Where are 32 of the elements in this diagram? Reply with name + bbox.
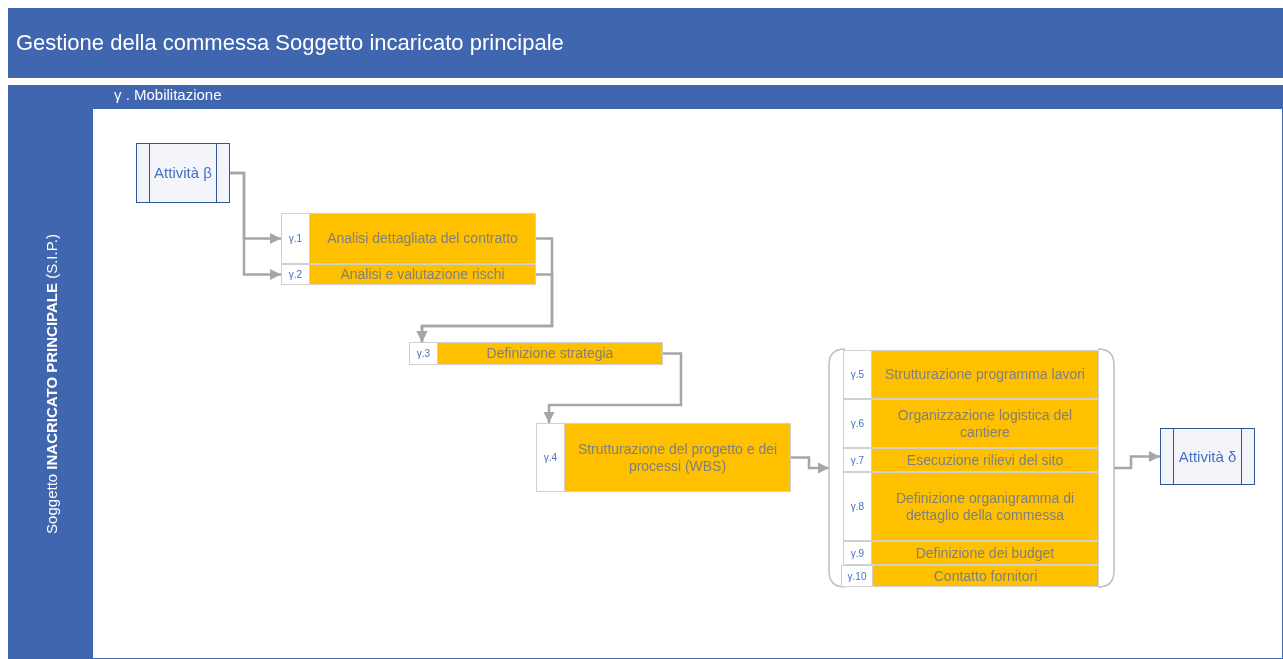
arrow — [416, 273, 554, 342]
task-box — [841, 565, 1099, 587]
lane-title: Soggetto INACRICATO PRINCIPALE (S.I.P.) — [42, 233, 60, 534]
bracket-frame — [829, 349, 1114, 587]
task-label: Strutturazione programma lavori — [872, 351, 1098, 398]
task-box — [843, 541, 1099, 565]
task-box — [843, 399, 1099, 448]
task-label: Definizione organigramma di dettaglio della commessa — [872, 473, 1098, 540]
task-label: Definizione dei budget — [872, 542, 1098, 564]
task-box — [281, 213, 536, 264]
arrow — [1114, 450, 1160, 470]
activity-label: Attività β — [153, 163, 213, 183]
task-label: Definizione strategia — [438, 343, 662, 364]
arrow — [543, 352, 683, 423]
arrow — [230, 171, 281, 281]
activity-box — [1160, 428, 1255, 485]
task-label: Analisi e valutazione rischi — [310, 265, 535, 284]
task-label: Contatto fornitori — [873, 566, 1098, 586]
task-box — [843, 350, 1099, 399]
activity-box — [136, 143, 230, 203]
task-label: Esecuzione rilievi del sito — [872, 449, 1098, 471]
task-box — [843, 448, 1099, 472]
task-label: Organizzazione logistica del cantiere — [872, 400, 1098, 447]
task-box — [409, 342, 663, 365]
task-box — [281, 264, 536, 285]
phase-label: γ . Mobilitazione — [114, 86, 222, 103]
task-label: Strutturazione del progetto e dei processi (WBS) — [565, 424, 790, 491]
activity-label: Attività δ — [1177, 446, 1238, 467]
diagram-title: Gestione della commessa Soggetto incaricato principale — [16, 30, 564, 56]
task-label: Analisi dettagliata del contratto — [310, 214, 535, 263]
swimlane — [8, 108, 1283, 659]
arrow — [791, 456, 829, 474]
